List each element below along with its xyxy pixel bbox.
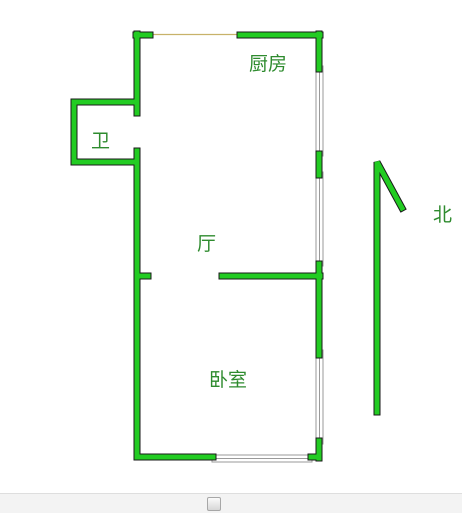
window-group <box>211 65 324 463</box>
scroll-thumb[interactable] <box>207 497 221 511</box>
horizontal-scrollbar[interactable] <box>0 493 462 513</box>
kitchen-label: 厨房 <box>249 53 287 75</box>
left-lower-wall <box>134 148 216 460</box>
walls <box>71 31 323 461</box>
north-label: 北 <box>433 204 452 226</box>
bathroom-wall <box>71 99 140 165</box>
left-lower-wall-outline <box>133 147 217 461</box>
floor-plan: 厨房 卫 厅 卧室 北 <box>70 30 452 463</box>
bedroom-label: 卧室 <box>209 369 247 391</box>
north-arrow <box>374 160 406 415</box>
bathroom-label: 卫 <box>91 130 110 152</box>
living-room-label: 厅 <box>197 233 216 255</box>
